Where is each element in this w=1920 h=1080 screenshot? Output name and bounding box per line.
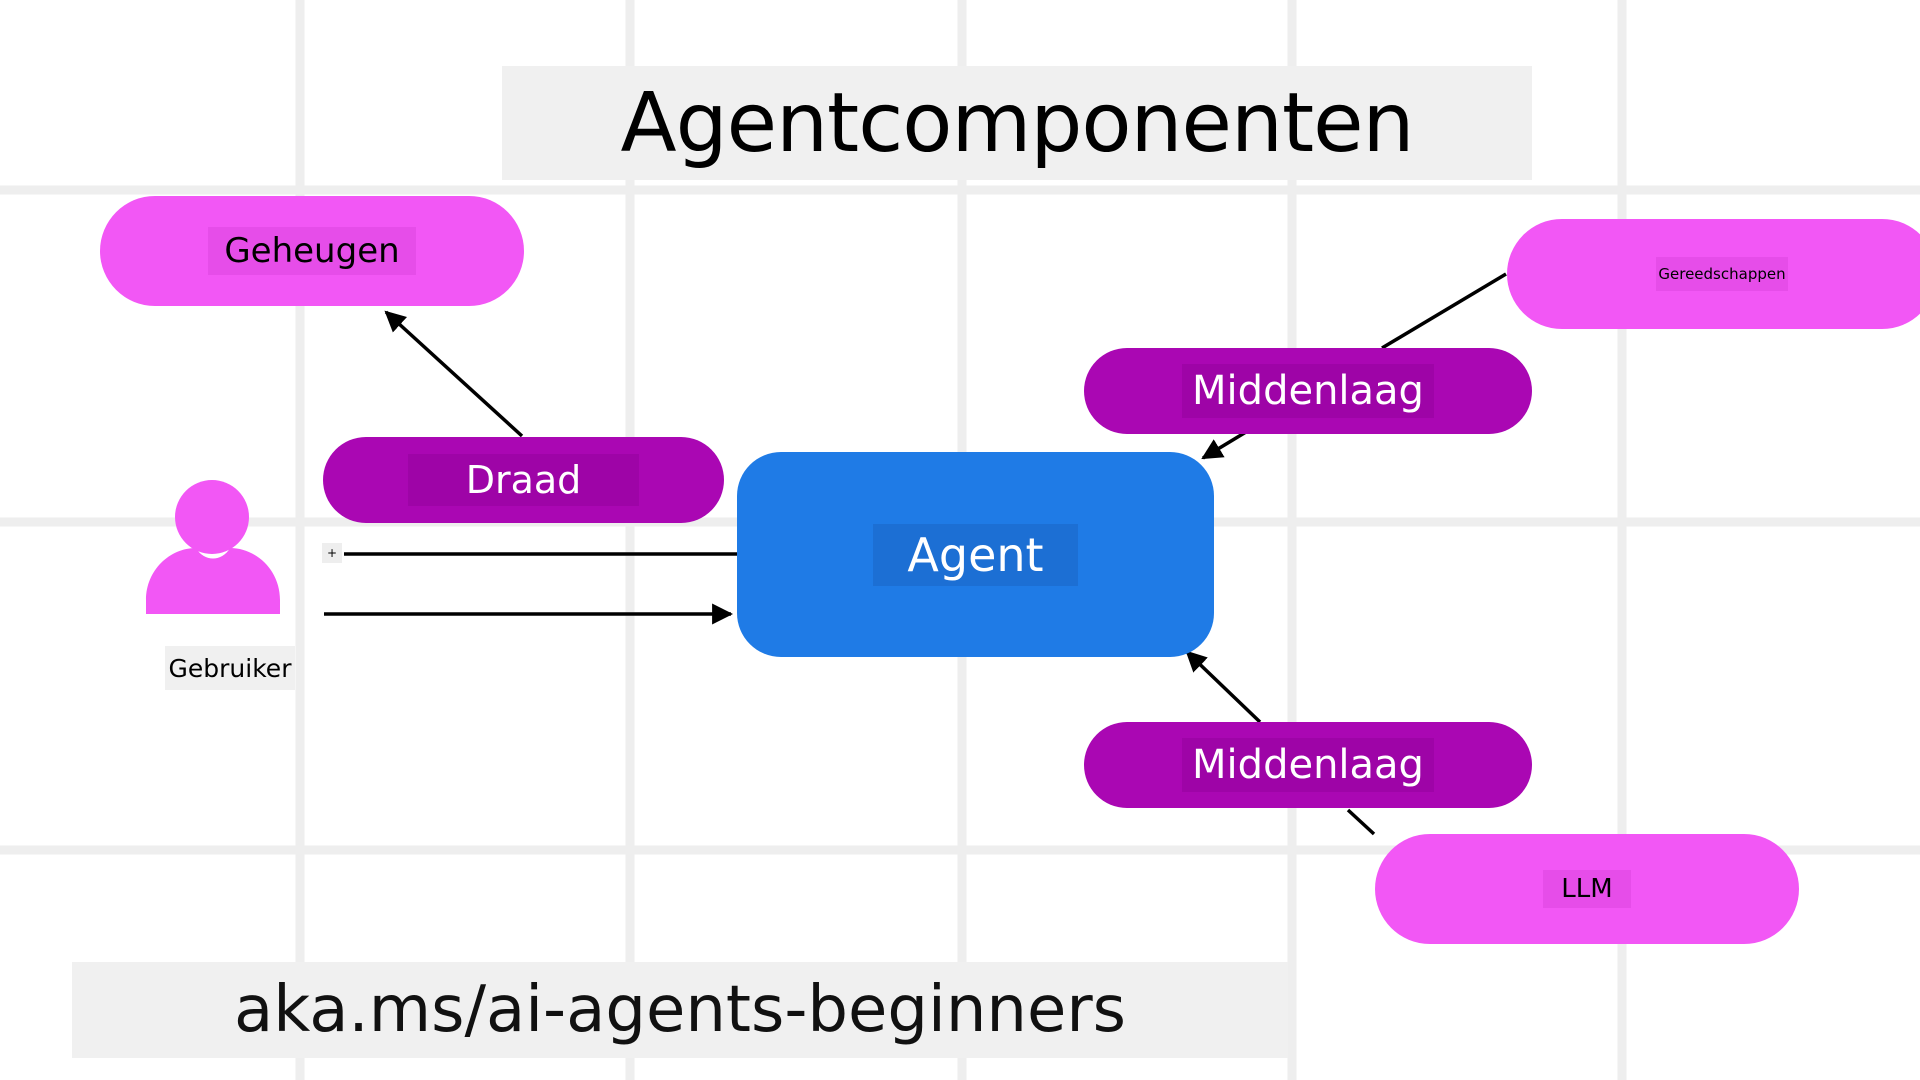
middleware-top-node: Middenlaag	[1084, 348, 1532, 434]
footer-banner: aka.ms/ai-agents-beginners	[72, 962, 1288, 1058]
middleware-bottom-node: Middenlaag	[1084, 722, 1532, 808]
user-label: Gebruiker	[165, 646, 295, 690]
memory-label: Geheugen	[208, 227, 416, 275]
middleware-top-label: Middenlaag	[1182, 364, 1434, 418]
page-title: Agentcomponenten	[620, 75, 1414, 171]
title-banner: Agentcomponenten	[502, 66, 1532, 180]
thread-label: Draad	[407, 454, 640, 506]
memory-node: Geheugen	[100, 196, 524, 306]
agent-node: Agent	[737, 452, 1214, 657]
llm-node: LLM	[1375, 834, 1799, 944]
middleware-bottom-label: Middenlaag	[1182, 738, 1434, 792]
agent-label: Agent	[873, 523, 1078, 586]
plus-tag: +	[322, 543, 342, 563]
footer-link[interactable]: aka.ms/ai-agents-beginners	[234, 973, 1126, 1047]
thread-node: Draad	[323, 437, 724, 523]
tools-label: Gereedschappen	[1656, 257, 1788, 291]
llm-label: LLM	[1543, 870, 1631, 908]
tools-node: Gereedschappen	[1507, 219, 1920, 329]
